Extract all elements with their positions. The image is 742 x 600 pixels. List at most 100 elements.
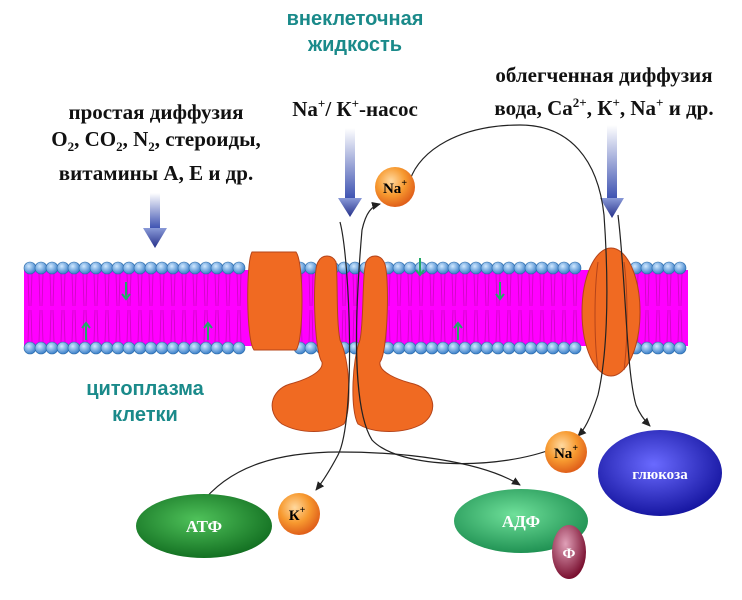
- cholesterol-marker: [203, 321, 213, 340]
- svg-text:Na+: Na+: [383, 178, 407, 197]
- facilitated-top-arc: [409, 124, 608, 437]
- lipid-head: [23, 261, 37, 275]
- lipid-head: [56, 341, 70, 355]
- cholesterol-marker: [453, 321, 463, 340]
- lipid-tail: [60, 273, 66, 343]
- lipid-head: [568, 341, 582, 355]
- lipid-head: [414, 341, 428, 355]
- lipid-tail: [170, 273, 176, 343]
- lipid-head: [513, 341, 527, 355]
- lipid-tail: [214, 273, 220, 343]
- pump-left-block: [247, 251, 303, 351]
- lipid-head: [491, 261, 505, 275]
- lipid-head: [524, 261, 538, 275]
- lipid-head: [458, 341, 472, 355]
- lipid-tail: [655, 273, 661, 343]
- lipid-head: [133, 341, 147, 355]
- lipid-head: [502, 261, 516, 275]
- channel-protein: [581, 247, 641, 377]
- lipid-head: [45, 261, 59, 275]
- cholesterol-marker: [415, 258, 425, 277]
- lipid-tail: [181, 273, 187, 343]
- lipid-tail: [429, 273, 435, 343]
- lipid-head: [403, 261, 417, 275]
- cholesterol-marker: [495, 282, 505, 301]
- lipid-head: [89, 341, 103, 355]
- lipid-head: [34, 261, 48, 275]
- pump-arrow: [338, 128, 362, 217]
- lipid-tail: [236, 273, 242, 343]
- lipid-head: [568, 261, 582, 275]
- lipid-head: [89, 261, 103, 275]
- lipid-tail: [115, 273, 121, 343]
- lipid-head: [673, 341, 687, 355]
- lipid-tail: [528, 273, 534, 343]
- lipid-tail: [159, 273, 165, 343]
- simple-diffusion-arrow: [143, 193, 167, 248]
- lipid-head: [111, 341, 125, 355]
- lipid-head: [662, 261, 676, 275]
- lipid-head: [662, 341, 676, 355]
- lipid-head: [392, 341, 406, 355]
- phosphate-molecule: Ф: [552, 525, 586, 579]
- lipid-head: [155, 261, 169, 275]
- lipid-head: [640, 341, 654, 355]
- atp-adp-path: [199, 451, 521, 506]
- lipid-head: [447, 261, 461, 275]
- lipid-tail: [308, 273, 314, 343]
- facilitated-glucose-path: [617, 214, 651, 427]
- lipid-head: [144, 341, 158, 355]
- lipid-tail: [666, 273, 672, 343]
- lipid-head: [166, 341, 180, 355]
- lipid-tail: [418, 273, 424, 343]
- lipid-tail: [677, 273, 683, 343]
- lipid-head: [425, 341, 439, 355]
- lipid-tail: [396, 273, 402, 343]
- lipid-head: [23, 341, 37, 355]
- lipid-head: [546, 261, 560, 275]
- na-efflux-path: [355, 202, 556, 465]
- lipid-head: [111, 261, 125, 275]
- facilitated-diffusion-arrow: [600, 125, 624, 218]
- lipid-head: [458, 261, 472, 275]
- lipid-head: [199, 261, 213, 275]
- cholesterol-markers: [81, 258, 505, 340]
- lipid-head: [480, 261, 494, 275]
- svg-text:глюкоза: глюкоза: [632, 467, 688, 483]
- lipid-head: [651, 261, 665, 275]
- lipid-head: [177, 341, 191, 355]
- facilitated-diffusion-label: облегченная диффузия вода, Ca2+, К+, Na+…: [466, 62, 742, 122]
- k-influx-path: [315, 221, 351, 491]
- lipid-head: [557, 261, 571, 275]
- lipid-head: [166, 261, 180, 275]
- lipid-tail: [644, 273, 650, 343]
- lipid-tail: [225, 273, 231, 343]
- svg-text:К+: К+: [289, 505, 306, 524]
- lipid-head: [469, 341, 483, 355]
- atp-molecule: АТФ: [136, 494, 272, 558]
- lipid-head: [67, 261, 81, 275]
- lipid-head: [78, 341, 92, 355]
- pump-label: Na+/ К+-насос: [292, 96, 418, 121]
- lipid-head: [210, 341, 224, 355]
- lipid-head: [232, 261, 246, 275]
- lipid-tail: [192, 273, 198, 343]
- lipid-head: [177, 261, 191, 275]
- sodium-potassium-pump: [247, 251, 434, 432]
- lipid-head: [546, 341, 560, 355]
- lipid-head: [199, 341, 213, 355]
- svg-text:Na+: Na+: [554, 443, 578, 462]
- lipid-head: [535, 261, 549, 275]
- lipid-head: [78, 261, 92, 275]
- lipid-head: [210, 261, 224, 275]
- lipid-head: [480, 341, 494, 355]
- lipid-head: [403, 341, 417, 355]
- lipid-head: [188, 341, 202, 355]
- lipid-head: [491, 341, 505, 355]
- cholesterol-marker: [81, 321, 91, 340]
- lipid-tail: [82, 273, 88, 343]
- na-ion-top: Na+: [375, 167, 415, 207]
- na-ion-bottom: Na+: [545, 431, 587, 473]
- lipid-tail: [451, 273, 457, 343]
